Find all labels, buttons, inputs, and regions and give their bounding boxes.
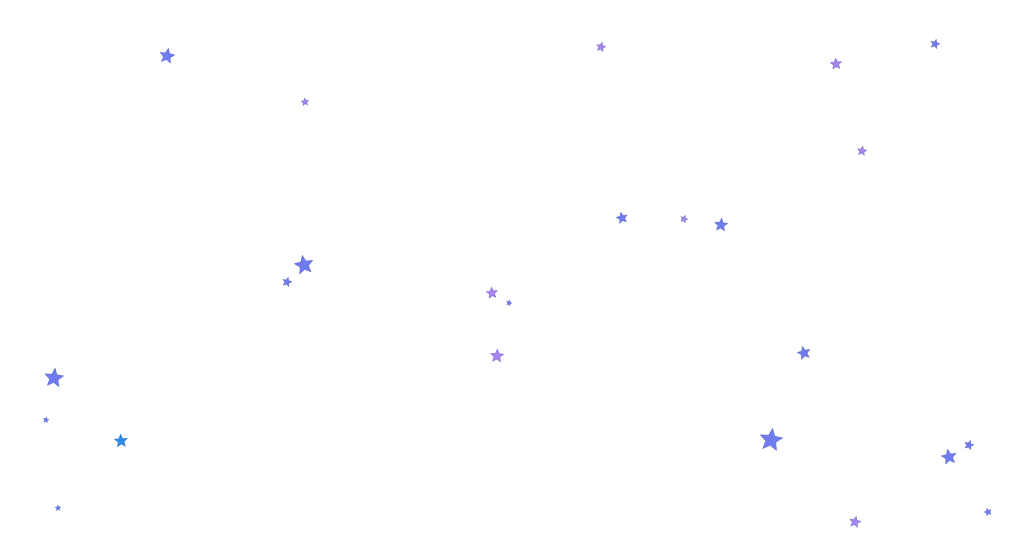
star-icon (964, 439, 975, 450)
star-icon (930, 38, 941, 49)
star-icon (113, 433, 128, 448)
star-icon (596, 41, 607, 52)
star-icon (44, 367, 65, 387)
star-icon (857, 145, 868, 156)
star-icon (680, 214, 689, 224)
star-icon (43, 416, 50, 423)
star-icon (759, 427, 784, 451)
star-icon (490, 348, 505, 363)
star-icon (714, 217, 729, 232)
star-icon (615, 211, 628, 224)
star-icon (506, 299, 513, 307)
star-icon (293, 254, 314, 275)
star-icon (54, 504, 62, 511)
star-icon (796, 345, 811, 360)
star-icon (485, 286, 498, 299)
star-icon (983, 507, 992, 517)
star-icon (940, 448, 957, 465)
star-icon (282, 276, 293, 287)
star-icon (300, 97, 309, 106)
star-icon (829, 57, 842, 70)
star-icon (159, 47, 176, 64)
star-icon (849, 515, 862, 528)
